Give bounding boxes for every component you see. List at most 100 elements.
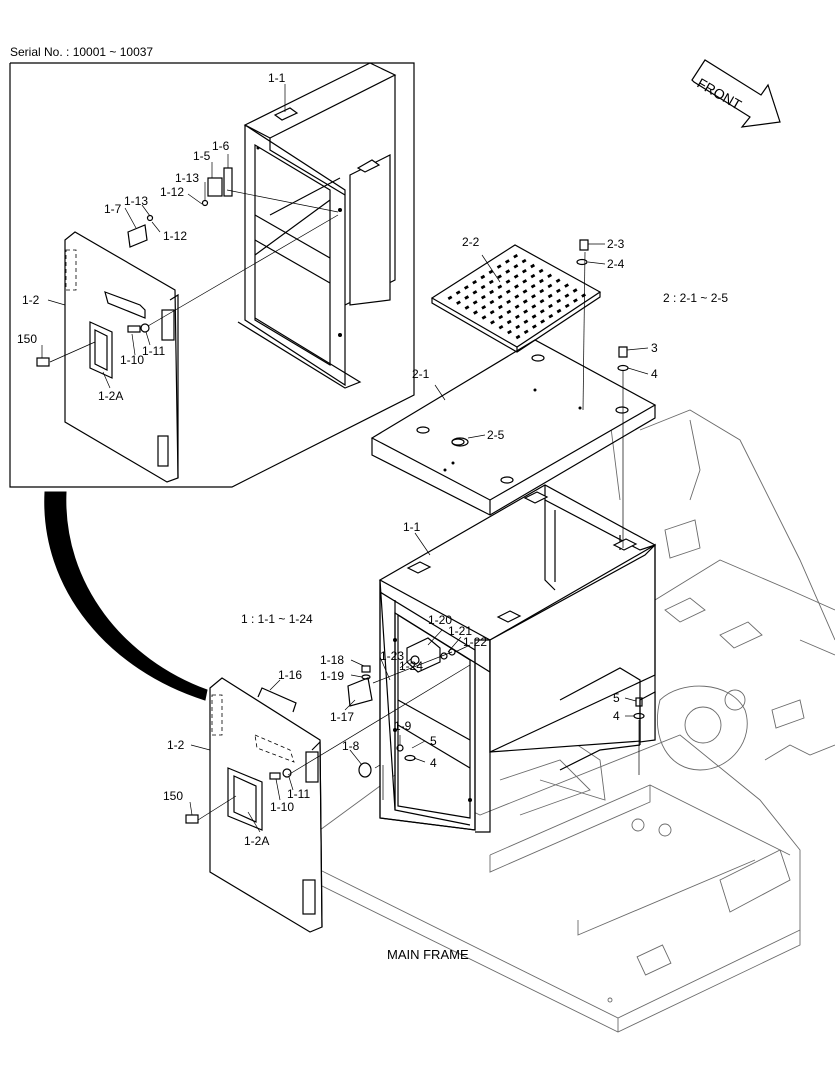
inset-door-panel	[64, 231, 179, 483]
group-1-range: 1 : 1-1 ~ 1-24	[241, 612, 313, 626]
label-4c: 4	[613, 709, 620, 723]
label-1-18: 1-18	[320, 653, 344, 667]
grating-hole	[496, 264, 502, 269]
label-2-4: 2-4	[607, 257, 625, 271]
grating-hole	[514, 294, 520, 299]
grating-hole	[548, 313, 554, 319]
inset-hardware	[36, 167, 233, 367]
grating-hole	[514, 284, 519, 289]
label-1-9: 1-9	[394, 719, 412, 733]
grating-hole	[490, 320, 495, 325]
grating-hole	[531, 314, 537, 319]
label-3: 3	[651, 341, 658, 355]
label-2-5: 2-5	[487, 428, 505, 442]
grating-hole	[547, 283, 553, 289]
grating-hole	[538, 268, 544, 274]
grating-hole	[497, 274, 502, 279]
grating-hole	[522, 299, 528, 304]
grating-hole	[530, 273, 536, 279]
label-1-2a: 1-2A	[244, 834, 269, 848]
inset-label-1-1: 1-1	[268, 71, 286, 85]
label-1-19: 1-19	[320, 669, 344, 683]
grating-hole	[472, 279, 478, 285]
grating-hole	[489, 299, 495, 305]
grating-hole	[506, 299, 512, 305]
main-leader-lines	[189, 243, 649, 833]
serial-inset-frame	[9, 62, 415, 488]
grating-hole	[480, 274, 486, 280]
grating-hole	[555, 278, 561, 283]
grating-hole	[497, 304, 503, 310]
grating-hole	[481, 315, 487, 320]
inset-callouts: 1-1 1-6 1-5 1-13 1-12 1-7 1-13 1-12 1-2 …	[17, 71, 286, 403]
inset-label-1-2: 1-2	[22, 293, 40, 307]
grating-hole	[581, 293, 587, 298]
group-2-range: 2 : 2-1 ~ 2-5	[663, 291, 728, 305]
grating-hole	[447, 295, 453, 301]
grating-hole	[522, 289, 528, 294]
label-1-10: 1-10	[270, 800, 294, 814]
main-frame-label: MAIN FRAME	[387, 947, 469, 962]
grating-hole	[521, 268, 527, 274]
label-1-8: 1-8	[342, 739, 360, 753]
grating-hole	[488, 279, 494, 285]
label-1-21: 1-21	[448, 624, 472, 638]
grating-hole	[539, 309, 545, 314]
label-1-17: 1-17	[330, 710, 354, 724]
label-2-2: 2-2	[462, 235, 480, 249]
grating-hole	[498, 324, 504, 330]
grating-panel-2-2	[430, 244, 602, 353]
grating-grid	[447, 253, 587, 340]
grating-hole	[523, 309, 529, 314]
grating-hole	[564, 303, 570, 309]
grating-hole	[464, 305, 470, 310]
inset-label-1-13a: 1-13	[175, 171, 199, 185]
grating-hole	[473, 310, 478, 315]
grating-hole	[530, 283, 536, 289]
label-150: 150	[163, 789, 183, 803]
curved-connector-arrow	[44, 491, 208, 701]
label-5b: 5	[613, 691, 620, 705]
grating-hole	[523, 329, 529, 335]
inset-label-1-5: 1-5	[193, 149, 211, 163]
grating-hole	[523, 319, 529, 324]
grating-hole	[539, 298, 545, 304]
grating-hole	[522, 279, 528, 284]
grating-hole	[456, 300, 461, 305]
grating-hole	[564, 293, 570, 298]
grating-hole	[556, 298, 562, 304]
grating-hole	[506, 319, 512, 325]
grating-hole	[480, 294, 486, 300]
grating-hole	[472, 290, 478, 295]
label-2-1: 2-1	[412, 367, 430, 381]
grating-hole	[497, 284, 503, 290]
inset-label-150: 150	[17, 332, 37, 346]
inset-label-1-2a: 1-2A	[98, 389, 123, 403]
inset-leader-lines	[41, 84, 339, 389]
grating-hole	[505, 289, 511, 294]
label-2-3: 2-3	[607, 237, 625, 251]
grating-hole	[531, 304, 537, 309]
grating-hole	[531, 324, 537, 329]
inset-label-1-6: 1-6	[212, 139, 230, 153]
grating-hole	[472, 300, 478, 305]
label-5a: 5	[430, 734, 437, 748]
label-1-23: 1-23	[380, 649, 404, 663]
grating-hole	[498, 314, 504, 320]
main-door-panel	[209, 677, 323, 933]
grating-hole	[489, 289, 495, 295]
inset-label-1-11: 1-11	[142, 344, 165, 358]
label-4b: 4	[430, 756, 437, 770]
grating-hole	[539, 288, 545, 294]
grating-hole	[548, 303, 553, 309]
grating-hole	[556, 308, 562, 314]
main-callouts: 2-2 2-3 2-4 2 : 2-1 ~ 2-5 3 4 2-1 2-5 1-…	[163, 235, 728, 962]
label-1-20: 1-20	[428, 613, 452, 627]
grating-hole	[515, 334, 521, 340]
grating-hole	[531, 294, 536, 299]
inset-label-1-10: 1-10	[120, 353, 144, 367]
grating-hole	[480, 284, 486, 290]
grating-hole	[507, 329, 512, 335]
grating-hole	[481, 305, 487, 310]
